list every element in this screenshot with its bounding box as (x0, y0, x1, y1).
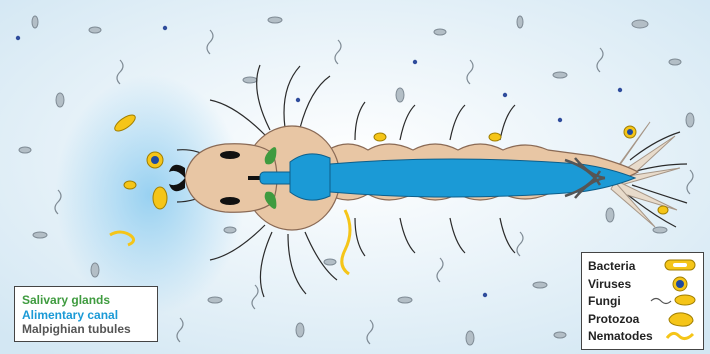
legend-fungi-label: Fungi (588, 293, 621, 311)
legend-row-fungi: Fungi (588, 293, 697, 311)
legend-malpighian-tubules: Malpighian tubules (22, 322, 150, 337)
virus-icon (663, 276, 697, 292)
microbe-legend: Bacteria Viruses Fungi Protozoa Nematode… (581, 252, 704, 350)
organ-legend: Salivary glands Alimentary canal Malpigh… (14, 286, 158, 342)
legend-protozoa-label: Protozoa (588, 311, 639, 329)
legend-nematodes-label: Nematodes (588, 328, 653, 346)
legend-alimentary-canal: Alimentary canal (22, 308, 150, 323)
legend-bacteria-label: Bacteria (588, 258, 635, 276)
nematode-icon (663, 328, 697, 344)
legend-row-bacteria: Bacteria (588, 258, 697, 276)
legend-row-protozoa: Protozoa (588, 311, 697, 329)
bacteria-icon (663, 258, 697, 272)
legend-salivary-glands: Salivary glands (22, 293, 150, 308)
legend-viruses-label: Viruses (588, 276, 631, 294)
legend-row-viruses: Viruses (588, 276, 697, 294)
fungi-icon (649, 293, 697, 307)
legend-row-nematodes: Nematodes (588, 328, 697, 346)
protozoa-icon (663, 311, 697, 327)
